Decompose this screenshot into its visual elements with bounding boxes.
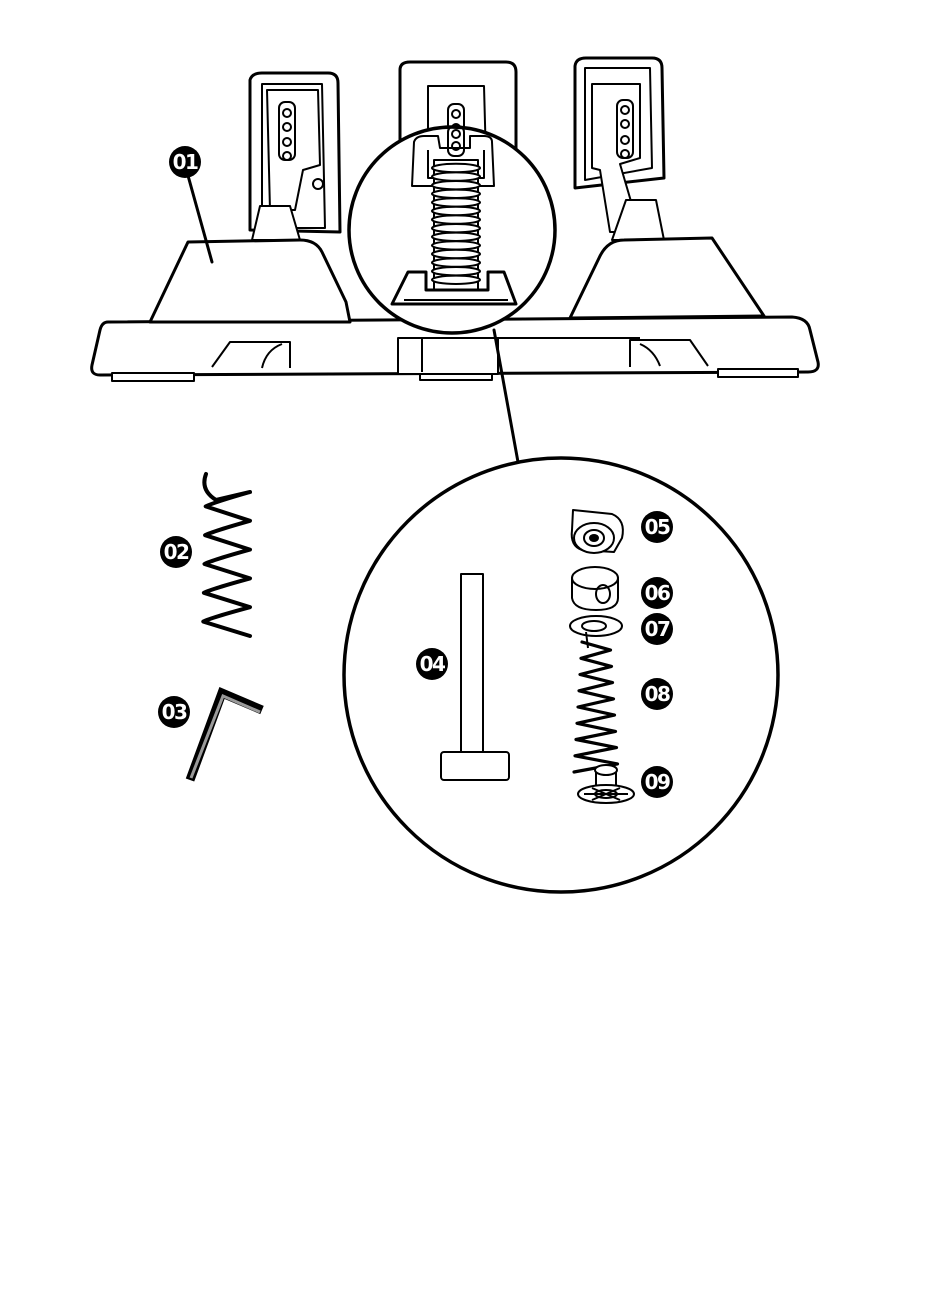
callout-01-label: 01 [173,150,198,174]
callout-03-label: 03 [162,700,187,724]
callout-08: 08 [641,678,673,710]
hex-key-part [190,693,262,780]
callout-01: 01 [169,146,201,178]
callout-06: 06 [641,577,673,609]
spring-part-large [203,474,250,636]
callout-09-label: 09 [645,770,670,794]
rod-part [441,574,509,780]
callout-07: 07 [641,613,673,645]
zoom-detail-center-pedal [349,126,555,333]
callout-04: 04 [416,648,448,680]
callout-07-label: 07 [645,617,670,641]
callout-02-label: 02 [164,540,189,564]
callout-02: 02 [160,536,192,568]
callout-03: 03 [158,696,190,728]
zoom-detail-parts [344,458,778,892]
bushing-part [572,567,618,610]
spring-part-small [574,642,618,772]
callout-08-label: 08 [645,682,670,706]
pad-part [572,510,623,553]
callout-05: 05 [641,511,673,543]
callout-06-label: 06 [645,581,670,605]
callout-05-label: 05 [645,515,670,539]
washer-part [570,616,622,648]
callout-09: 09 [641,766,673,798]
callout-04-label: 04 [420,652,445,676]
